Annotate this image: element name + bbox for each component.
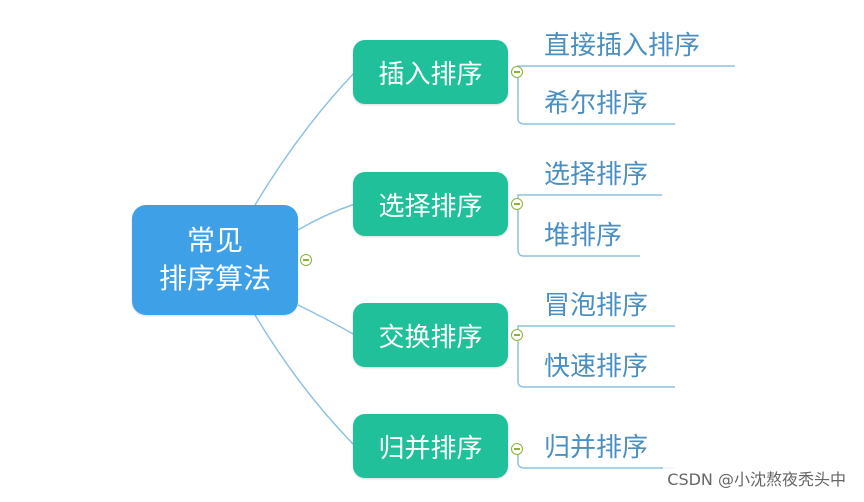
leaf-node[interactable]: 堆排序	[544, 221, 623, 251]
leaf-node[interactable]: 归并排序	[544, 433, 649, 463]
watermark-text: CSDN @小沈熬夜秃头中	[663, 464, 850, 492]
branch3-leaf-connector-1	[517, 325, 675, 335]
branch4-leaf-connector-1	[517, 452, 675, 469]
leaf-node[interactable]: 快速排序	[544, 352, 649, 382]
branch-exchange-collapse-icon[interactable]	[511, 329, 523, 341]
branch-node-selection[interactable]: 选择排序	[353, 172, 508, 236]
leaf-node[interactable]: 选择排序	[544, 160, 649, 190]
root-connector-2	[297, 203, 356, 231]
root-node[interactable]: 常见 排序算法	[132, 205, 298, 315]
branch-merge-collapse-icon[interactable]	[511, 443, 523, 455]
branch-selection-collapse-icon[interactable]	[511, 198, 523, 210]
branch-label: 插入排序	[378, 59, 483, 90]
leaf-node[interactable]: 冒泡排序	[544, 291, 649, 321]
branch-node-exchange[interactable]: 交换排序	[353, 303, 508, 367]
root-connector-4	[254, 314, 356, 447]
root-label-line2: 排序算法	[158, 262, 271, 295]
branch1-leaf-connector-1	[517, 65, 735, 72]
root-connector-1	[254, 71, 356, 206]
branch-label: 选择排序	[378, 191, 483, 222]
branch-label: 归并排序	[378, 433, 483, 464]
root-connector-3	[297, 304, 356, 336]
branch-label: 交换排序	[378, 322, 483, 353]
leaf-node[interactable]: 希尔排序	[544, 89, 649, 119]
root-collapse-icon[interactable]	[300, 254, 312, 266]
branch-node-insertion[interactable]: 插入排序	[353, 40, 508, 104]
leaf-node[interactable]: 直接插入排序	[544, 31, 701, 61]
branch2-leaf-connector-2	[517, 210, 640, 257]
branch-insertion-collapse-icon[interactable]	[511, 66, 523, 78]
branch2-leaf-connector-1	[517, 194, 662, 204]
branch3-leaf-connector-2	[517, 341, 675, 388]
branch1-leaf-connector-2	[517, 78, 675, 125]
branch-node-merge[interactable]: 归并排序	[353, 414, 508, 478]
root-label-line1: 常见	[186, 224, 243, 257]
